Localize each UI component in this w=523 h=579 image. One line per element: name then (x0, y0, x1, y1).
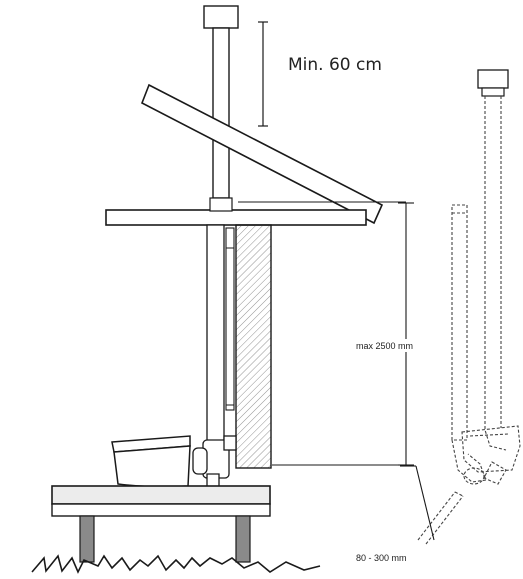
vent-cap (203, 5, 239, 29)
ground-line (31, 554, 321, 574)
min-height-label: Min. 60 cm (288, 55, 382, 75)
support-leg-right (235, 515, 251, 563)
vent-pipe (212, 27, 230, 199)
ceiling-board (105, 209, 367, 226)
roof-board (140, 83, 384, 225)
max-height-label: max 2500 mm (356, 341, 413, 351)
floor-slab (51, 485, 271, 505)
offset-range-label: 80 - 300 mm (356, 553, 407, 563)
toilet (111, 435, 191, 488)
offset-dimension (400, 465, 435, 541)
support-leg-left (79, 515, 95, 563)
max-height-dimension (238, 201, 414, 466)
inner-vent-pipe (206, 224, 225, 451)
urine-pipe (225, 227, 235, 411)
floor-base (51, 503, 271, 517)
pipe-collar (209, 197, 233, 212)
min-height-dimension (258, 21, 268, 127)
wall (235, 224, 272, 469)
alt-installation (417, 69, 521, 545)
